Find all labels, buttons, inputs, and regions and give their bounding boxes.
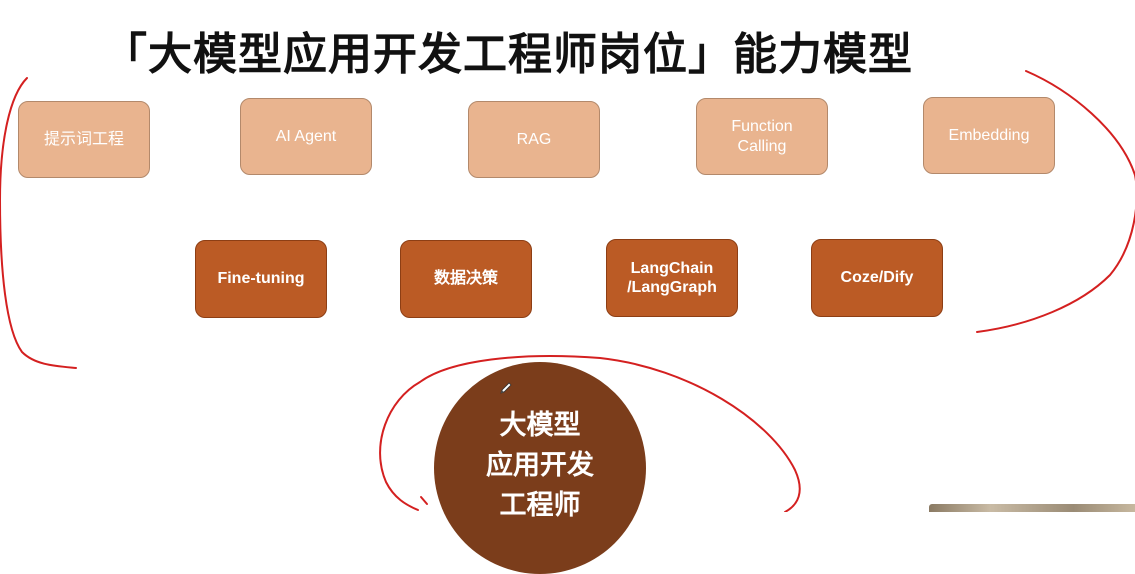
skill-label: RAG (516, 130, 552, 148)
skill-box-data-decision: 数据决策 (400, 240, 532, 318)
skill-box-function-calling: Function Calling (696, 98, 828, 175)
skill-box-rag: RAG (468, 101, 600, 178)
skill-label: LangChain /LangGraph (627, 259, 717, 296)
center-role-circle: 大模型 应用开发 工程师 (434, 362, 646, 574)
center-line-2: 应用开发 (486, 450, 594, 481)
skill-label: Fine-tuning (217, 270, 305, 288)
skill-box-embedding: Embedding (923, 97, 1055, 174)
pen-icon (500, 382, 512, 394)
center-line-1: 大模型 (499, 410, 581, 441)
skill-box-fine-tuning: Fine-tuning (195, 240, 327, 318)
skill-label: AI Agent (275, 127, 337, 145)
skill-label: 数据决策 (433, 270, 498, 288)
video-thumbnail-edge (929, 504, 1135, 512)
skill-label: Embedding (948, 126, 1030, 144)
skill-label: Coze/Dify (840, 269, 914, 287)
skill-box-ai-agent: AI Agent (240, 98, 372, 175)
skill-label: Function Calling (731, 118, 793, 155)
annotation-center-tick (420, 496, 428, 505)
skill-box-langchain-langgraph: LangChain /LangGraph (606, 239, 738, 317)
skill-box-coze-dify: Coze/Dify (811, 239, 943, 317)
skill-label: 提示词工程 (43, 130, 124, 148)
skill-box-prompt-engineering: 提示词工程 (18, 101, 150, 178)
page-title: 「大模型应用开发工程师岗位」能力模型 (103, 29, 913, 80)
center-line-3: 工程师 (499, 490, 581, 521)
